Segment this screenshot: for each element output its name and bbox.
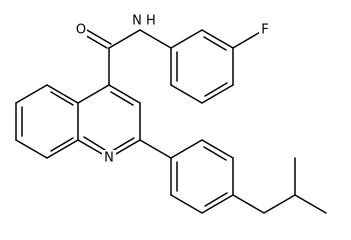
bond	[201, 84, 234, 104]
bond-double-inner	[204, 192, 228, 207]
bond	[46, 84, 79, 104]
bond	[108, 29, 141, 49]
bond-double-inner	[50, 91, 74, 106]
bond-double-inner	[203, 36, 227, 51]
bond	[201, 29, 234, 49]
label-background	[102, 150, 116, 166]
bond	[294, 194, 327, 214]
bond	[201, 139, 234, 159]
bond	[15, 84, 48, 104]
bond	[170, 139, 203, 159]
bond-double-inner	[50, 137, 74, 152]
fluorine-atom-label: F	[261, 23, 268, 38]
bond	[232, 30, 263, 49]
bond	[139, 139, 172, 159]
bond	[232, 194, 265, 214]
bond	[46, 139, 79, 159]
bond	[170, 84, 203, 104]
label-background	[75, 21, 87, 37]
bond	[170, 194, 203, 214]
bond-double-inner	[204, 82, 228, 97]
bond	[77, 84, 110, 104]
bond-double-inner	[83, 136, 106, 151]
oxygen-atom-label: O	[76, 23, 86, 38]
bond	[15, 139, 48, 159]
bond	[201, 194, 234, 214]
bond-double-inner	[111, 137, 135, 152]
bond	[170, 29, 203, 49]
bond-double-inner	[203, 146, 227, 161]
label-background	[259, 22, 271, 38]
bond	[263, 194, 296, 214]
bond-double	[86, 29, 112, 45]
bond-double-inner	[110, 91, 134, 106]
chemical-structure: O N H F N	[15, 12, 327, 214]
bond	[139, 29, 172, 49]
quinoline-nitrogen-label: N	[104, 151, 114, 166]
label-background	[129, 12, 159, 28]
bond	[108, 84, 141, 104]
atom-labels: O N H F N	[75, 12, 271, 166]
bond-lines	[15, 29, 327, 214]
amide-nh-label: N H	[132, 14, 156, 29]
